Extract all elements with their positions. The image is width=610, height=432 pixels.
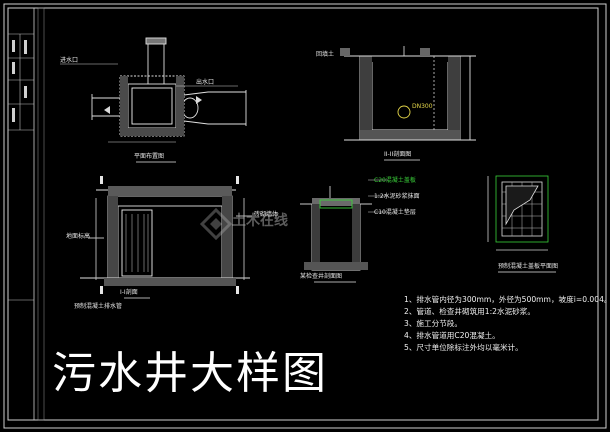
section-1-view — [80, 186, 252, 286]
title-strip-ticks — [12, 40, 27, 122]
cover-plan-title: 预制混凝土盖板平面图 — [498, 263, 559, 270]
notes-line-4: 4、排水管道用C20混凝土。 — [404, 331, 500, 340]
watermark-text: 土木在线 — [232, 213, 288, 229]
notes-line-2: 2、管道、检查井砌筑用1:2水泥砂浆。 — [404, 307, 535, 316]
plan-view-title: 平面布置图 — [134, 153, 165, 160]
notes-line-1: 1、排水管内径为300mm，外径为500mm，坡度i=0.004。 — [404, 295, 610, 304]
notes-line-3: 3、施工分节段。 — [404, 319, 462, 328]
section-1-title: I-I剖面 — [120, 289, 138, 296]
mortar-label: 1:2水泥砂浆抹面 — [374, 193, 420, 200]
watermark-logo-icon — [199, 207, 233, 241]
outlet-label: 出水口 — [196, 79, 215, 86]
design-notes: 1、排水管内径为300mm，外径为500mm，坡度i=0.004。 2、管道、检… — [404, 294, 610, 354]
title-strip — [7, 7, 35, 421]
binding-margin — [37, 7, 45, 421]
section-2-title: II-II剖面图 — [384, 151, 412, 158]
ground-label: 地面标高 — [66, 233, 91, 240]
title-underlines — [124, 159, 556, 299]
pipe-size-label: DN300 — [412, 103, 433, 110]
outer-frame — [3, 3, 607, 429]
cover-plan-view — [487, 175, 549, 251]
cover-section-view — [300, 179, 388, 271]
title-strip-lines — [8, 33, 34, 301]
soil-label: 回填土 — [316, 51, 335, 58]
pipe-note: 预制混凝土排水管 — [74, 303, 123, 310]
cover-section-title: 某检查井剖面图 — [300, 273, 343, 280]
inlet-label: 进水口 — [60, 57, 79, 64]
drawing-title: 污水井大样图 — [52, 348, 328, 399]
section-marks — [100, 176, 239, 294]
c20-cover-label: C20混凝土盖板 — [374, 177, 416, 184]
notes-line-5: 5、尺寸单位除标注外均以毫米计。 — [404, 343, 523, 352]
plan-arrows — [104, 96, 202, 114]
plan-view — [60, 37, 247, 143]
c10-base-label: C10混凝土垫层 — [374, 209, 416, 216]
brick-wall-label: 砖砌墙体 — [254, 211, 279, 218]
section-2-view — [340, 46, 476, 141]
